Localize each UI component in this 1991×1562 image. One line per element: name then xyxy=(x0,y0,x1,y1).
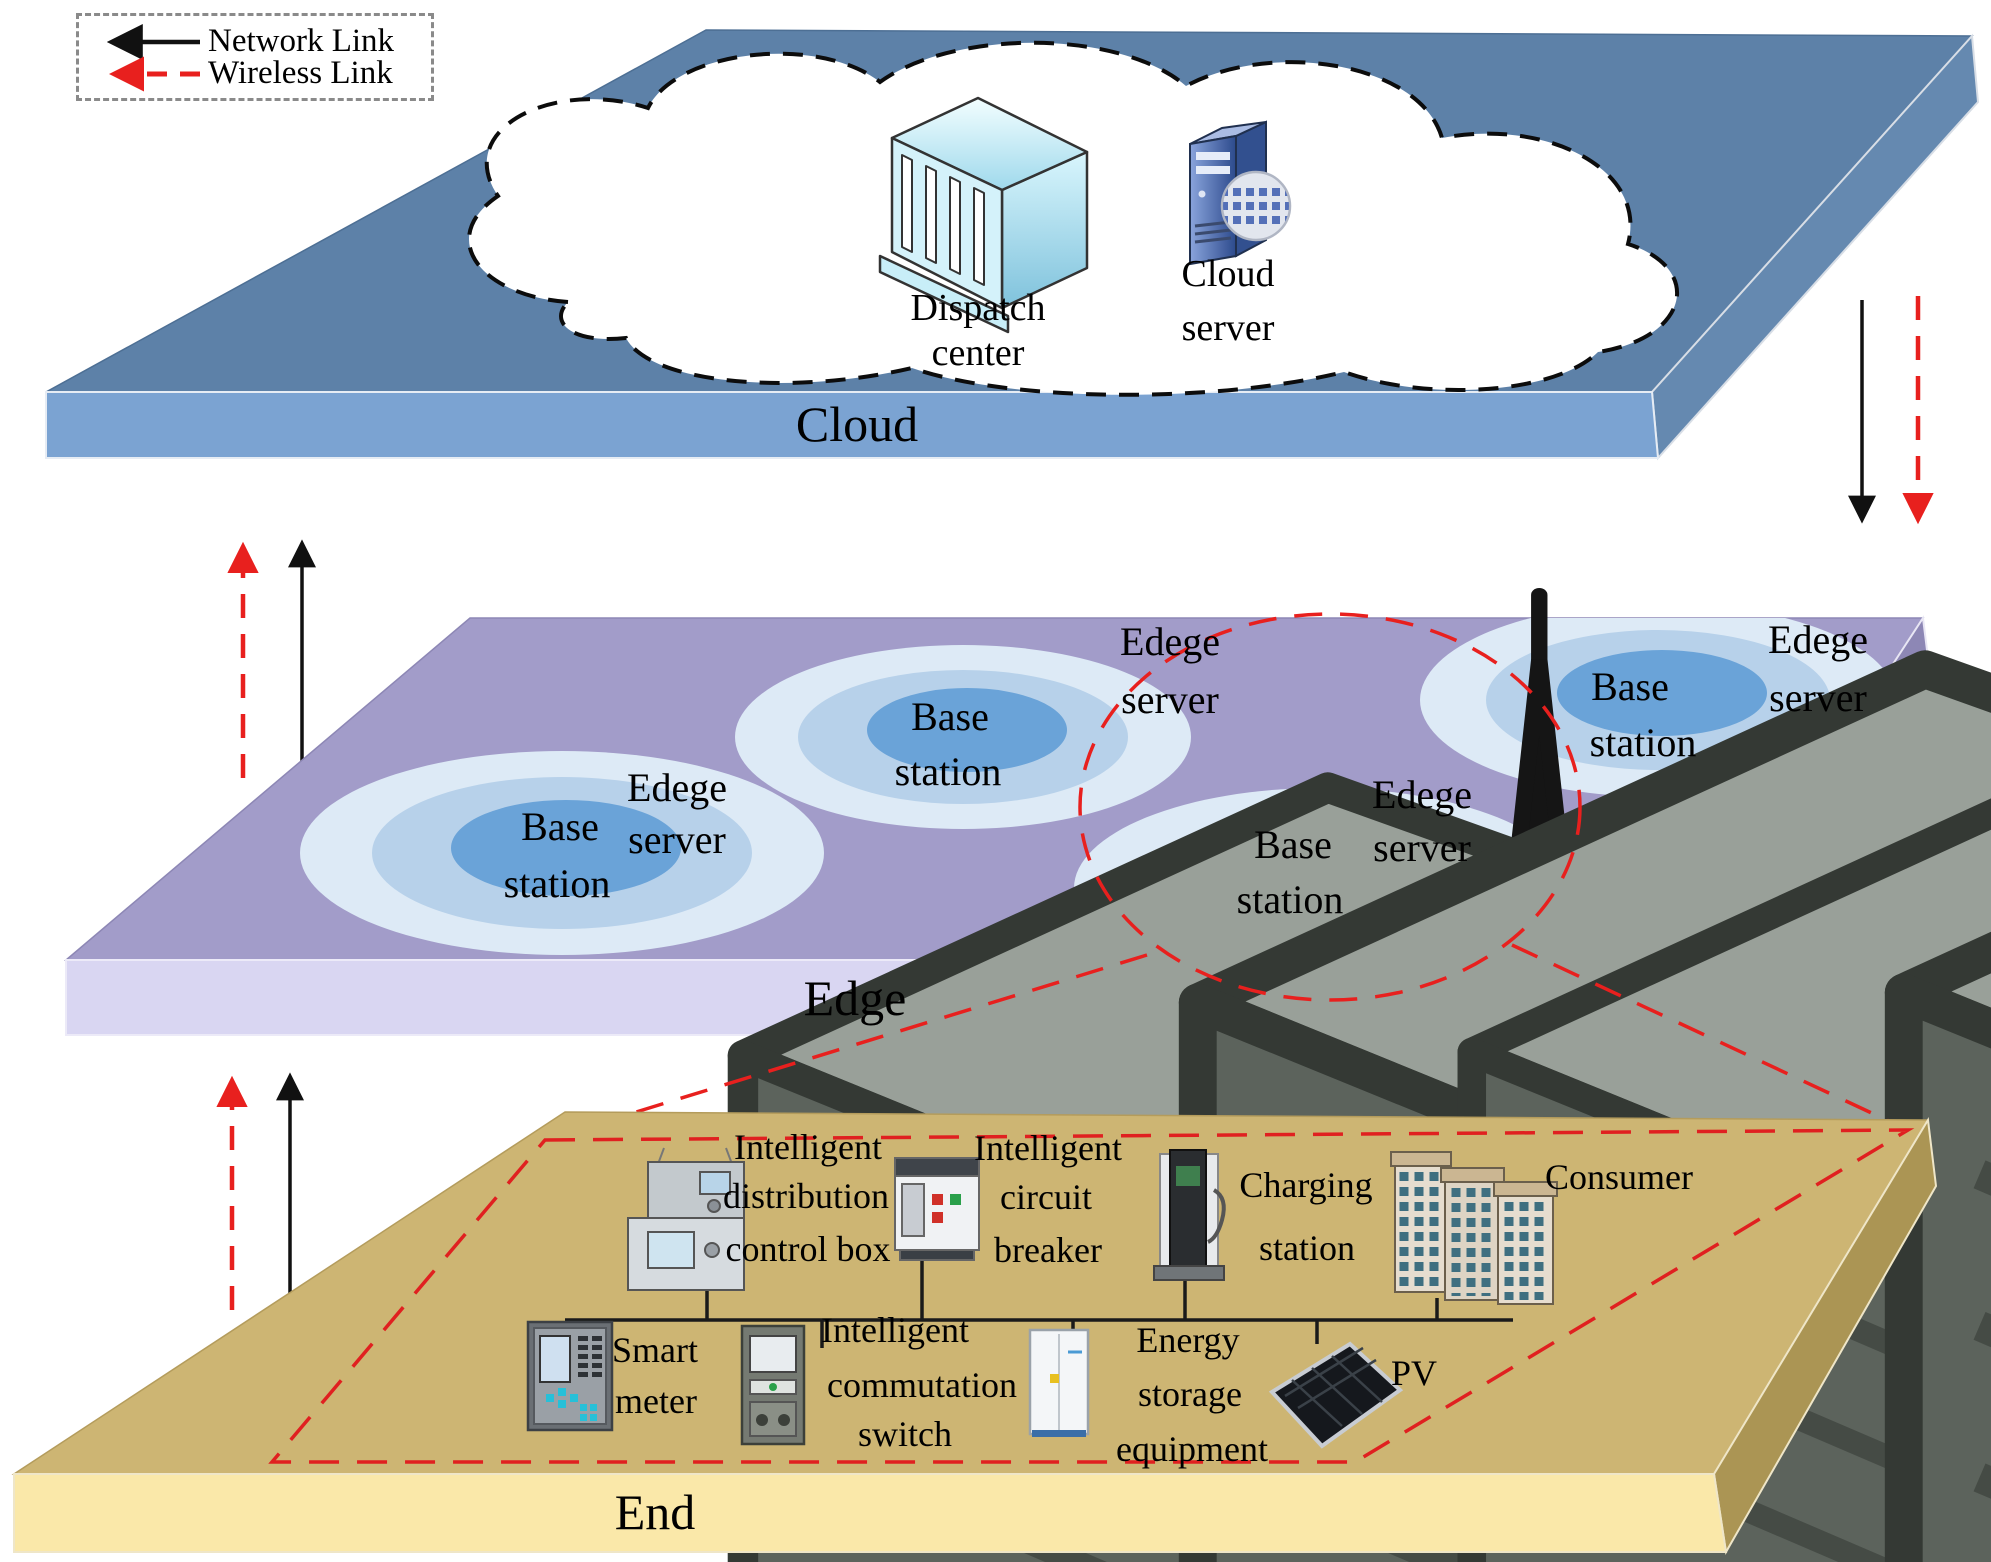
charging-station-label-line2: station xyxy=(1259,1228,1355,1268)
cloud-server-label-line2: server xyxy=(1181,307,1275,349)
pv-panel-icon xyxy=(1268,1341,1404,1449)
distribution-box-label-line2: distribution xyxy=(722,1176,890,1216)
edge-server-2-label-line1: Edege xyxy=(1120,619,1220,664)
zoom-connector-right xyxy=(1511,943,1909,1132)
dispatch-center-icon xyxy=(878,96,1089,334)
energy-storage-label-line3: equipment xyxy=(1116,1429,1268,1469)
circuit-breaker-label-line3: breaker xyxy=(994,1230,1102,1270)
base-station-3-label-line2: station xyxy=(1236,877,1344,922)
intelligent-circuit-breaker-icon xyxy=(894,1157,980,1261)
legend-wireless-link-label: Wireless Link xyxy=(208,55,393,91)
circuit-breaker-label-line1: Intelligent xyxy=(974,1128,1122,1168)
smart-meter-label-line1: Smart xyxy=(612,1330,698,1370)
coverage-zone-1 xyxy=(300,751,824,955)
base-station-4-label-line2: station xyxy=(1589,720,1697,765)
base-station-1-label-line2: station xyxy=(503,861,611,906)
commutation-switch-label-line1: Intelligent xyxy=(821,1310,969,1350)
edge-layer-label: Edge xyxy=(803,970,907,1026)
base-station-2-label-line1: Base xyxy=(911,694,989,739)
legend-symbols xyxy=(106,24,200,92)
legend-network-link-label: Network Link xyxy=(208,23,395,59)
energy-storage-equipment-icon xyxy=(1028,1328,1090,1437)
base-station-2-label-line2: station xyxy=(894,749,1002,794)
smart-meter-icon xyxy=(526,1320,614,1432)
smart-meter-label-line2: meter xyxy=(615,1381,697,1421)
coverage-zone-2 xyxy=(735,645,1191,829)
legend xyxy=(76,13,434,101)
pv-label: PV xyxy=(1390,1353,1438,1393)
energy-storage-label-line2: storage xyxy=(1138,1374,1242,1414)
base-station-4-label-line1: Base xyxy=(1591,664,1669,709)
edge-server-1-label-line2: server xyxy=(628,817,726,862)
distribution-box-label-line3: control box xyxy=(725,1229,891,1269)
edge-server-4-label-line2: server xyxy=(1769,675,1867,720)
end-slab-front-face xyxy=(13,1473,1728,1553)
dispatch-center-label-line1: Dispatch xyxy=(910,287,1046,329)
edge-layer-slab xyxy=(63,360,1991,1562)
edge-server-2-label-line2: server xyxy=(1121,677,1219,722)
dispatch-center-label-line2: center xyxy=(931,332,1025,374)
edge-server-4-label-line1: Edege xyxy=(1768,617,1868,662)
consumer-label: Consumer xyxy=(1545,1157,1693,1197)
circuit-breaker-label-line2: circuit xyxy=(1000,1177,1092,1217)
commutation-switch-label-line3: switch xyxy=(858,1414,952,1454)
cloud-server-label-line1: Cloud xyxy=(1181,253,1275,295)
edge-server-1-label-line1: Edege xyxy=(627,765,727,810)
consumer-buildings-icon xyxy=(1390,1151,1558,1305)
cloud-layer-slab xyxy=(45,29,1980,461)
intelligent-distribution-control-box-icon xyxy=(627,1147,745,1291)
charging-station-icon xyxy=(1153,1149,1226,1281)
end-layer-slab xyxy=(11,1111,1938,1555)
cloud-edge-links xyxy=(227,296,1934,778)
zoom-region-circle xyxy=(1078,612,1582,1002)
charging-station-label-line1: Charging xyxy=(1239,1165,1373,1205)
intelligent-commutation-switch-icon xyxy=(740,1324,806,1446)
zoom-connector-left xyxy=(544,953,1148,1142)
edge-server-3-label-line2: server xyxy=(1373,825,1471,870)
base-station-1-label-line1: Base xyxy=(521,804,599,849)
edge-server-3-label-line1: Edege xyxy=(1372,772,1472,817)
end-layer-label: End xyxy=(614,1484,696,1540)
commutation-switch-label-line2: commutation xyxy=(827,1365,1017,1405)
zoom-region-trapezoid xyxy=(268,1128,1915,1464)
distribution-box-label-line1: Intelligent xyxy=(734,1127,882,1167)
base-station-3-label-line1: Base xyxy=(1254,822,1332,867)
cloud-server-icon xyxy=(1189,120,1292,266)
cloud-layer-label: Cloud xyxy=(795,396,919,452)
energy-storage-label-line1: Energy xyxy=(1136,1320,1240,1360)
